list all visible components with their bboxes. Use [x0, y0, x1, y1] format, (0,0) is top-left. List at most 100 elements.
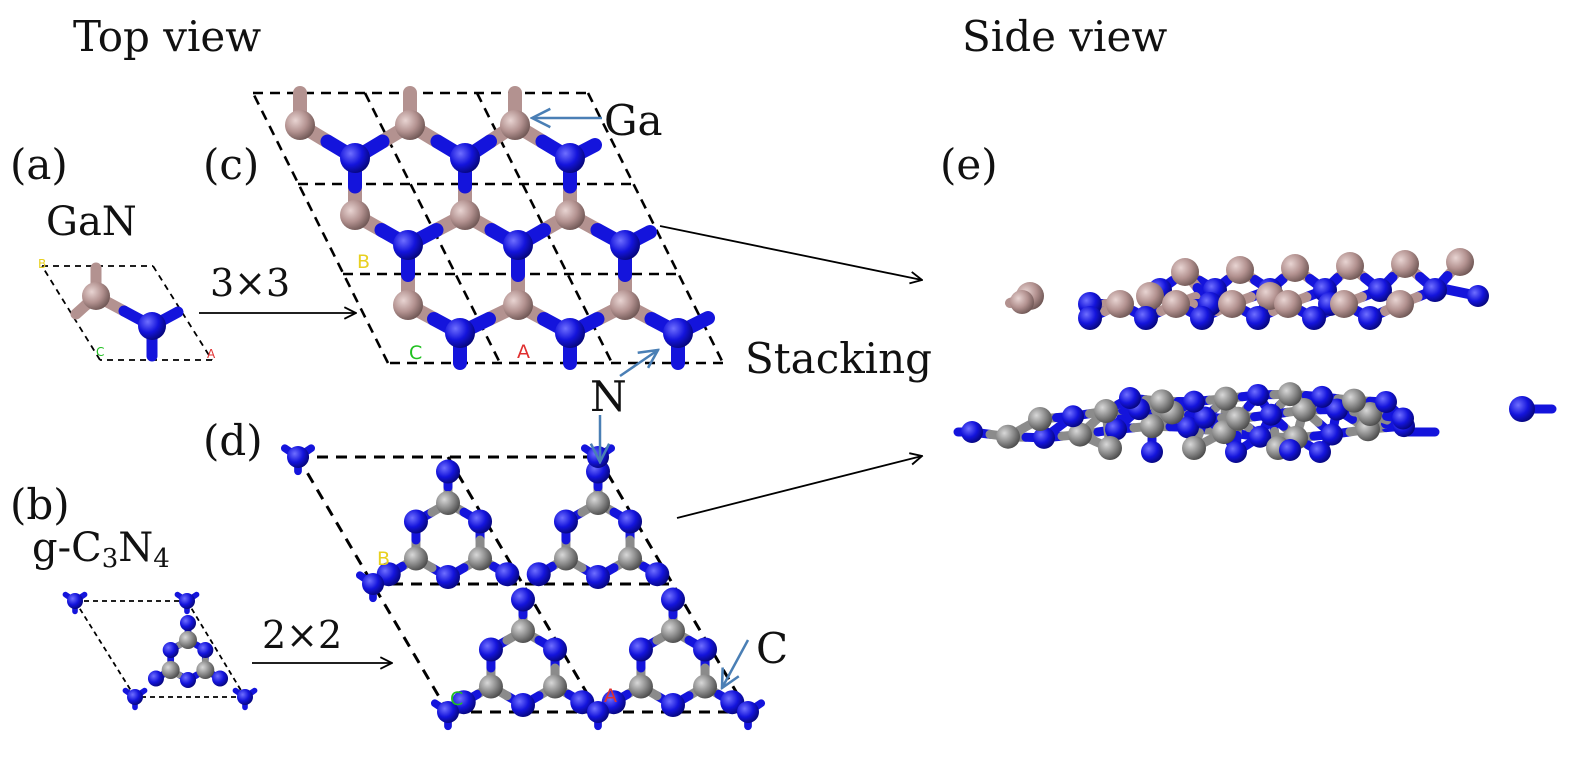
gan-label: GaN: [46, 199, 137, 245]
c-atom: [196, 661, 215, 679]
c-atom: [1182, 436, 1206, 460]
ga-atom: [340, 200, 370, 230]
n-atom: [553, 509, 578, 534]
n-atom: [1119, 387, 1141, 409]
gc3n4-label: g-C3N4: [32, 528, 170, 572]
n-atom: [586, 565, 610, 589]
n-atom: [67, 593, 83, 609]
n-atom: [138, 312, 166, 340]
n-atom: [511, 587, 535, 612]
c-atom: [161, 661, 180, 679]
n-atom: [437, 701, 459, 723]
d-corner-a: A: [604, 685, 617, 707]
n-atom: [1105, 418, 1127, 441]
n-atom: [1062, 405, 1084, 428]
n-atom: [1078, 306, 1102, 330]
n-atom: [1321, 423, 1343, 446]
c-atom: [403, 546, 428, 571]
n-atom: [237, 689, 253, 705]
gc3n4-prefix: g-C: [32, 525, 102, 571]
n-atom: [436, 459, 460, 484]
n-atom: [495, 562, 520, 587]
n-atom: [212, 670, 229, 687]
c-atom: [1342, 388, 1366, 413]
ga-atom: [1274, 290, 1302, 318]
c-atom: [468, 546, 493, 571]
c-atom-label: C: [756, 624, 789, 673]
n-atom: [403, 509, 428, 534]
c-atom: [1226, 406, 1250, 431]
n-atom: [1423, 278, 1447, 302]
stacking-label: Stacking: [745, 334, 933, 383]
ga-atom: [285, 110, 315, 140]
d-corner-b: B: [377, 548, 391, 570]
ga-atom: [1446, 248, 1474, 276]
n-atom: [1249, 425, 1271, 448]
n-atom: [1358, 306, 1382, 330]
n-atom: [478, 637, 503, 662]
c-atom: [1292, 397, 1316, 422]
n-atom: [147, 670, 164, 687]
n-atom: [445, 318, 475, 348]
ga-atom: [1106, 290, 1134, 318]
c-corner-c: C: [409, 342, 423, 364]
n-atom: [555, 143, 585, 173]
n-atom: [645, 562, 670, 587]
n-atom: [393, 230, 423, 260]
ga-atom: [395, 110, 425, 140]
ga-atom: [610, 290, 640, 320]
ga-atom: [450, 200, 480, 230]
c-atom: [1214, 386, 1238, 411]
gc3n4-sub-n: 4: [153, 544, 170, 574]
unit-cell-borders: [41, 91, 750, 714]
n-atom: [287, 446, 309, 468]
n-atom: [961, 421, 983, 443]
n-atom: [1309, 441, 1331, 463]
n-atom: [1247, 383, 1269, 406]
n-atom: [503, 230, 533, 260]
n-atom: [1509, 396, 1535, 422]
ga-atom: [1281, 254, 1309, 282]
c-atom: [179, 631, 197, 649]
ga-atom: [1386, 290, 1414, 318]
ga-atom: [500, 110, 530, 140]
c-atom: [586, 491, 610, 515]
ga-atom: [1336, 252, 1364, 280]
c-atom: [1140, 414, 1164, 439]
n-atom: [737, 701, 759, 723]
ga-atom: [82, 282, 110, 310]
c-atom: [1278, 382, 1302, 407]
bond: [70, 299, 92, 320]
ga-atom: [1171, 258, 1199, 286]
c-atom: [478, 674, 503, 699]
c-atom: [1028, 407, 1052, 431]
n-atom: [587, 701, 609, 723]
n-atom: [618, 509, 643, 534]
n-atom: [543, 637, 568, 662]
n-atom: [1246, 306, 1270, 330]
gan-corner-a: A: [207, 347, 216, 361]
ga-atom: [1010, 290, 1034, 314]
n-atom: [511, 693, 535, 717]
n-atom: [693, 637, 718, 662]
pointer-arrow: [619, 350, 658, 378]
c-atom: [543, 674, 568, 699]
n-atom: [1467, 285, 1489, 307]
n-atom: [450, 143, 480, 173]
n-atom: [1194, 406, 1216, 429]
c-atom: [511, 619, 535, 643]
transfer-arrow: [659, 225, 922, 280]
n-atom: [468, 509, 493, 534]
c-atom: [693, 674, 718, 699]
panel-e-label: (e): [940, 140, 998, 189]
c-atom: [1150, 389, 1174, 414]
n-atom: [197, 642, 214, 658]
ga-atom: [1391, 250, 1419, 278]
c-corner-a: A: [517, 341, 530, 363]
panel-d-label: (d): [203, 416, 263, 465]
c-corner-b: B: [357, 251, 371, 273]
n-atom: [1392, 407, 1414, 430]
c-atom: [628, 674, 653, 699]
ga-atom: [555, 200, 585, 230]
atoms: [67, 110, 1535, 723]
